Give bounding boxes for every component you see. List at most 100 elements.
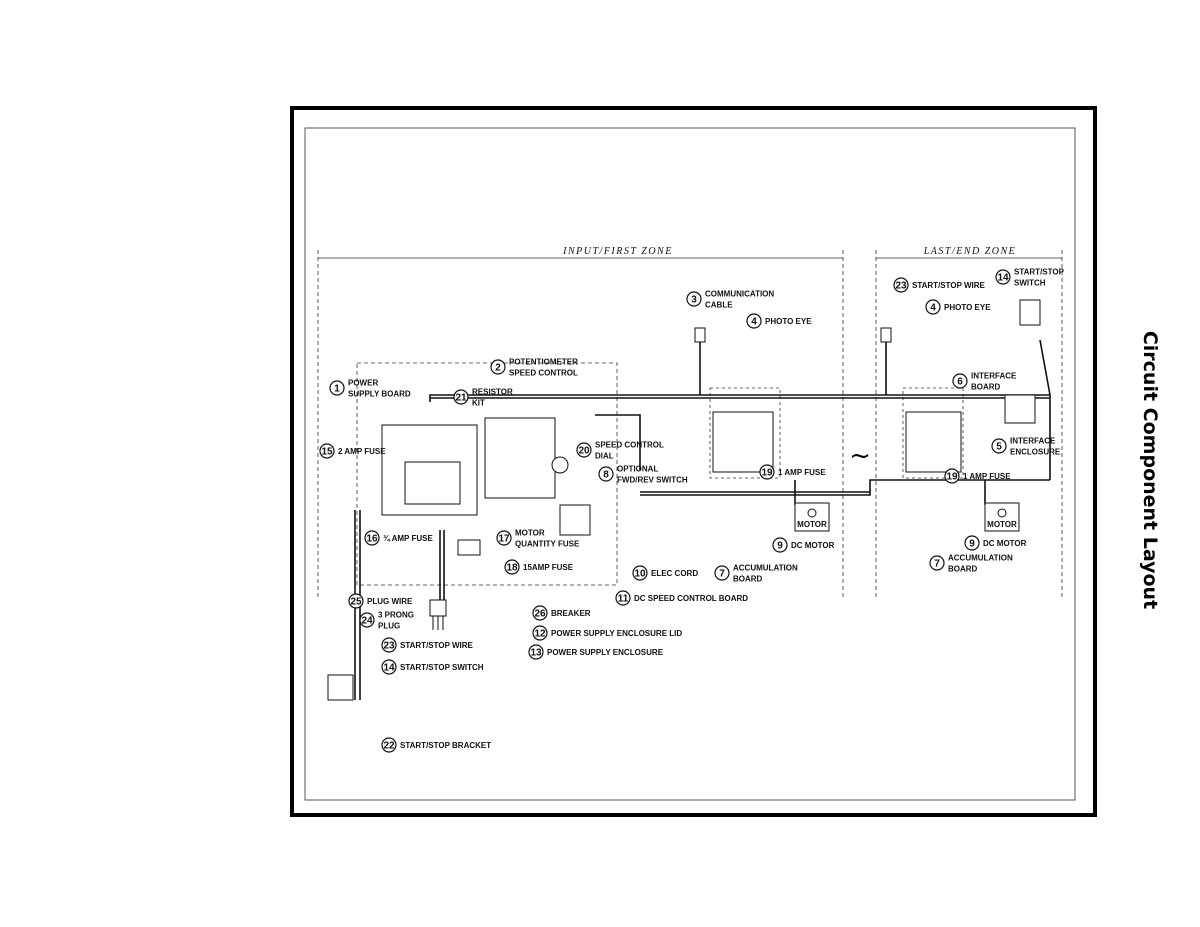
callout-number: 24 (361, 616, 373, 627)
callout-label: ACCUMULATION (733, 564, 798, 573)
callout-number-circle (615, 590, 631, 606)
callout-number: 8 (603, 470, 609, 481)
callout-number-circle (746, 313, 762, 329)
callout-number-circle (329, 380, 345, 396)
callout-label: SUPPLY BOARD (348, 390, 411, 399)
callout-number: 14 (383, 663, 395, 674)
photo-eye (694, 327, 706, 343)
callout-number-circle (952, 373, 968, 389)
callout-number: 19 (761, 468, 773, 479)
callout-number: 17 (498, 534, 510, 545)
callout-2: 2 POTENTIOMETER SPEED CONTROL (490, 358, 578, 378)
callout-number: 26 (534, 609, 546, 620)
callout-label: DC MOTOR (983, 539, 1027, 548)
callout-label: DC MOTOR (791, 541, 835, 550)
zone-input-label: INPUT/FIRST ZONE (562, 246, 673, 257)
callout-label: BOARD (971, 383, 1001, 392)
callout-14: 14 START/STOP SWITCH (381, 659, 484, 675)
callout-label: CABLE (705, 301, 733, 310)
callout-number: 23 (383, 641, 395, 652)
callout-9: 9 DC MOTOR (964, 535, 1027, 551)
callout-number-circle (381, 659, 397, 675)
callout-label: OPTIONAL (617, 465, 658, 474)
callout-number-circle (496, 530, 512, 546)
callout-12: 12 POWER SUPPLY ENCLOSURE LID (532, 625, 682, 641)
callout-label: START/STOP (1014, 268, 1065, 277)
callout-label: START/STOP WIRE (400, 641, 474, 650)
callout-number-circle (598, 466, 614, 482)
callout-number-circle (453, 389, 469, 405)
callout-label: POWER (348, 379, 378, 388)
callout-label: 15AMP FUSE (523, 563, 574, 572)
callout-number-circle (319, 443, 335, 459)
callout-number: 3 (691, 295, 697, 306)
zone-last-label: LAST/END ZONE (923, 246, 1017, 257)
callout-number-circle (893, 277, 909, 293)
callout-label: QUANTITY FUSE (515, 540, 580, 549)
dc-speed-control-board (484, 417, 556, 499)
callout-label: 1 AMP FUSE (778, 468, 826, 477)
callout-label: DC SPEED CONTROL BOARD (634, 594, 748, 603)
callout-number: 18 (506, 563, 518, 574)
callout-label: START/STOP SWITCH (400, 663, 484, 672)
callout-number: 19 (946, 472, 958, 483)
callout-number-circle (576, 442, 592, 458)
motor-label: MOTOR (797, 520, 827, 529)
plug (429, 599, 447, 617)
breaker (457, 539, 481, 556)
callout-label: DIAL (595, 452, 614, 461)
callout-number-circle (359, 612, 375, 628)
callout-number-circle (528, 644, 544, 660)
callout-number-circle (964, 535, 980, 551)
callout-number-circle (759, 464, 775, 480)
callout-8: 8 OPTIONAL FWD/REV SWITCH (598, 465, 688, 485)
callout-label: POWER SUPPLY ENCLOSURE LID (551, 629, 682, 638)
callout-label: POTENTIOMETER (509, 358, 578, 367)
callout-number-circle (364, 530, 380, 546)
callout-11: 11 DC SPEED CONTROL BOARD (615, 590, 748, 606)
callout-number-circle (995, 269, 1011, 285)
callout-number: 23 (895, 281, 907, 292)
callout-label: SPEED CONTROL (595, 441, 664, 450)
callout-number-circle (686, 291, 702, 307)
motor-label-end: MOTOR (987, 520, 1017, 529)
photo-eye-end (880, 327, 892, 343)
callout-number-circle (532, 625, 548, 641)
fwd-rev-switch (559, 504, 591, 536)
start-stop-switch-end (1019, 299, 1041, 326)
callout-number-circle (381, 737, 397, 753)
callout-number-circle (504, 559, 520, 575)
callout-label: ACCUMULATION (948, 554, 1013, 563)
callout-number: 13 (530, 648, 542, 659)
callout-number-circle (944, 468, 960, 484)
callout-label: BREAKER (551, 609, 591, 618)
callout-label: START/STOP BRACKET (400, 741, 491, 750)
callout-number: 7 (934, 559, 940, 570)
callout-number: 16 (366, 534, 378, 545)
callout-number: 12 (534, 629, 546, 640)
diagram-title: Circuit Component Layout (1139, 330, 1161, 610)
callout-label: SPEED CONTROL (509, 369, 578, 378)
callout-label: KIT (472, 399, 485, 408)
callout-number: 10 (634, 569, 646, 580)
callout-number: 9 (969, 539, 975, 550)
callout-number: 11 (618, 594, 629, 605)
callout-label: ¾ AMP FUSE (383, 534, 433, 543)
callout-label: PHOTO EYE (765, 317, 812, 326)
callout-label: FWD/REV SWITCH (617, 476, 688, 485)
callout-number: 2 (495, 363, 501, 374)
callout-label: ELEC CORD (651, 569, 698, 578)
